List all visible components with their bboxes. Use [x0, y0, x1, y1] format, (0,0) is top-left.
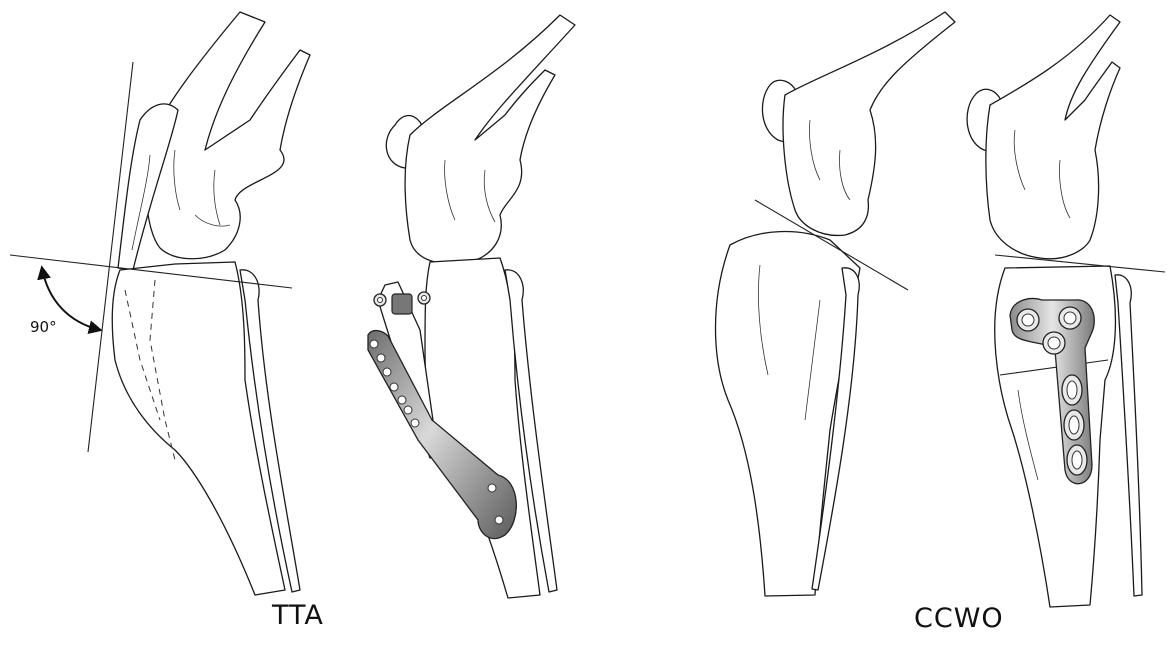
caption-tta: TTA	[272, 600, 324, 631]
angle-label: 90°	[30, 318, 57, 336]
caption-ccwo: CCWO	[914, 603, 1004, 634]
tta-postop-knee	[368, 15, 575, 598]
ccwo-preop-knee	[716, 12, 956, 596]
tta-cage	[392, 294, 412, 314]
ccwo-postop-knee	[967, 15, 1165, 607]
tta-preop-knee	[10, 12, 310, 595]
